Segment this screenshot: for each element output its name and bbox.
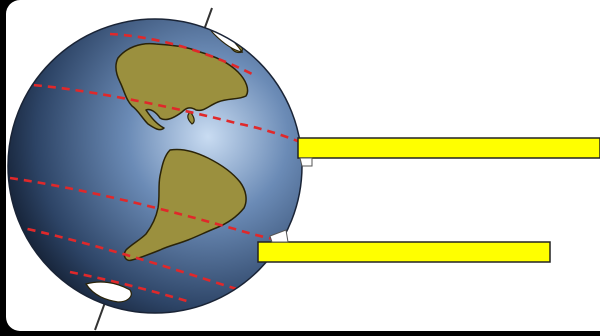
sun-ray-lower [258, 242, 550, 262]
sun-ray-upper [298, 138, 600, 158]
globe-icon [8, 19, 302, 313]
sun-ray-upper-shadow [300, 158, 312, 166]
sunlight-beam-icon [258, 138, 600, 262]
